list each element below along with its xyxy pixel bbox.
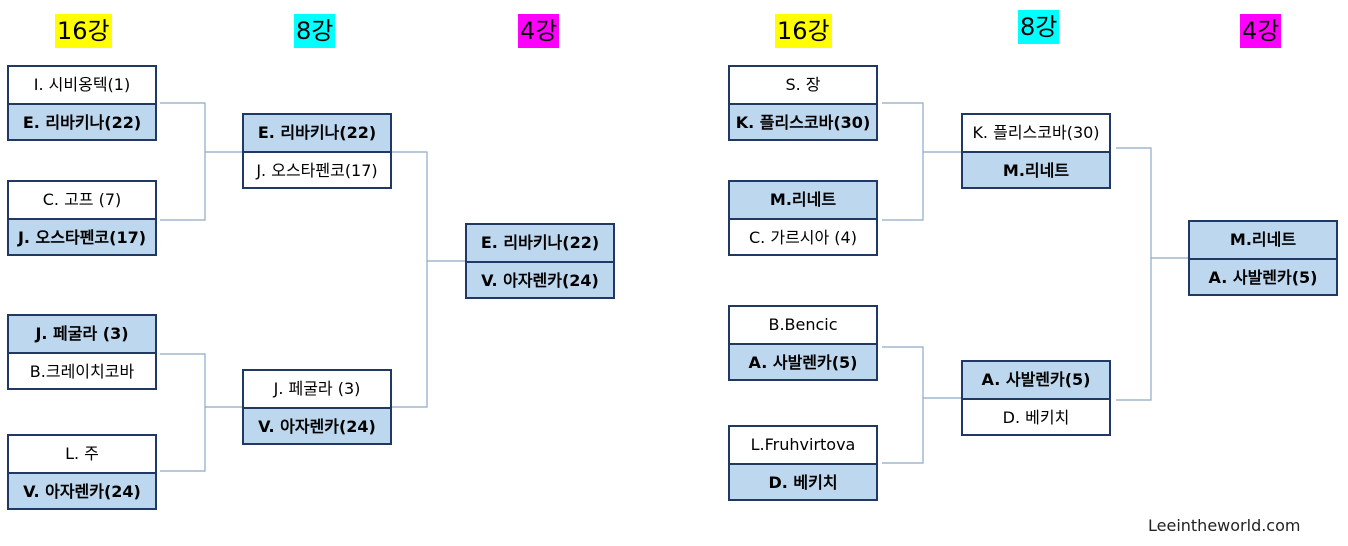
right-sf-match: M.리네트 A. 사발렌카(5) [1188, 220, 1338, 296]
player-slot: L.Fruhvirtova [750, 435, 856, 454]
player-slot: B.크레이치코바 [9, 352, 155, 388]
header-left-round-of-16: 16강 [55, 14, 112, 48]
right-r16-match-1: S. 장 K. 플리스코바(30) [728, 65, 878, 141]
right-r16-match-4: L.Fruhvirtova D. 베키치 [728, 425, 878, 501]
player-slot: L. 주 [65, 444, 99, 463]
right-qf-match-2: A. 사발렌카(5) D. 베키치 [961, 360, 1111, 436]
player-slot-winner: J. 페굴라 (3) [9, 316, 155, 352]
player-slot-winner: D. 베키치 [730, 463, 876, 499]
player-slot-winner: M.리네트 [1190, 222, 1336, 258]
site-credit: Leeintheworld.com [1148, 516, 1301, 535]
player-slot-winner: M.리네트 [963, 151, 1109, 187]
header-right-quarterfinal: 8강 [1018, 10, 1060, 44]
player-slot-winner: J. 오스타펜코(17) [9, 218, 155, 254]
player-slot-winner: V. 아자렌카(24) [467, 261, 613, 297]
player-slot-winner: E. 리바키나(22) [467, 225, 613, 261]
player-slot: J. 페굴라 (3) [273, 379, 361, 398]
player-slot-winner: K. 플리스코바(30) [730, 103, 876, 139]
left-sf-match: E. 리바키나(22) V. 아자렌카(24) [465, 223, 615, 299]
right-r16-match-2: M.리네트 C. 가르시아 (4) [728, 180, 878, 256]
player-slot-winner: V. 아자렌카(24) [244, 407, 390, 443]
left-r16-match-3: J. 페굴라 (3) B.크레이치코바 [7, 314, 157, 390]
player-slot-winner: V. 아자렌카(24) [9, 472, 155, 508]
player-slot-winner: A. 사발렌카(5) [730, 343, 876, 379]
player-slot-winner: E. 리바키나(22) [244, 115, 390, 151]
header-left-semifinal: 4강 [518, 14, 560, 48]
left-r16-match-4: L. 주 V. 아자렌카(24) [7, 434, 157, 510]
right-r16-match-3: B.Bencic A. 사발렌카(5) [728, 305, 878, 381]
left-qf-match-1: E. 리바키나(22) J. 오스타펜코(17) [242, 113, 392, 189]
player-slot: J. 오스타펜코(17) [244, 151, 390, 187]
player-slot-winner: E. 리바키나(22) [9, 103, 155, 139]
player-slot-winner: A. 사발렌카(5) [1190, 258, 1336, 294]
player-slot: D. 베키치 [963, 398, 1109, 434]
player-slot: C. 고프 (7) [42, 190, 122, 209]
right-qf-match-1: K. 플리스코바(30) M.리네트 [961, 113, 1111, 189]
left-qf-match-2: J. 페굴라 (3) V. 아자렌카(24) [242, 369, 392, 445]
header-right-round-of-16: 16강 [775, 14, 832, 48]
player-slot: C. 가르시아 (4) [730, 218, 876, 254]
header-left-quarterfinal: 8강 [294, 14, 336, 48]
player-slot-winner: A. 사발렌카(5) [963, 362, 1109, 398]
player-slot-winner: M.리네트 [730, 182, 876, 218]
left-r16-match-1: I. 시비옹텍(1) E. 리바키나(22) [7, 65, 157, 141]
left-r16-match-2: C. 고프 (7) J. 오스타펜코(17) [7, 180, 157, 256]
header-right-semifinal: 4강 [1240, 14, 1282, 48]
player-slot: I. 시비옹텍(1) [33, 75, 131, 94]
player-slot: B.Bencic [768, 315, 838, 334]
player-slot: S. 장 [785, 75, 821, 94]
player-slot: K. 플리스코바(30) [972, 123, 1100, 142]
